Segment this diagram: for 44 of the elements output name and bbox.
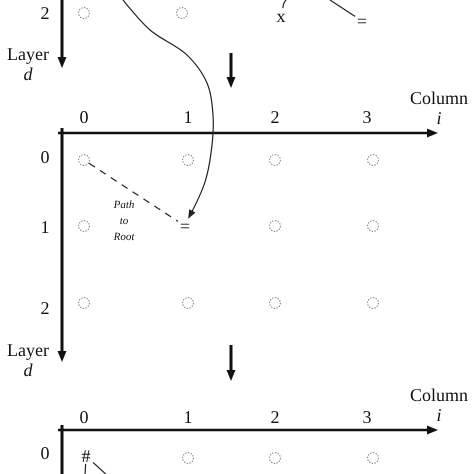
axis-number: 1 bbox=[40, 217, 50, 237]
dotted-circle bbox=[367, 154, 379, 166]
axis-number: 1 bbox=[182, 107, 194, 127]
cell-symbol: # bbox=[79, 448, 93, 464]
axis-number: 1 bbox=[182, 407, 194, 427]
cell-symbol: x bbox=[274, 8, 288, 24]
cell-symbol: = bbox=[178, 218, 192, 234]
dotted-circle bbox=[269, 297, 281, 309]
axis-number: 2 bbox=[40, 3, 50, 23]
dotted-circle bbox=[182, 297, 194, 309]
arrow bbox=[122, 0, 214, 219]
dotted-circle bbox=[269, 452, 281, 464]
dotted-circle bbox=[182, 154, 194, 166]
axis-number: 2 bbox=[270, 407, 280, 427]
axis-number: 0 bbox=[78, 407, 90, 427]
line bbox=[330, 0, 356, 17]
cell-symbol: = bbox=[355, 13, 369, 29]
dotted-circle bbox=[269, 154, 281, 166]
axis-title: Column i bbox=[409, 385, 469, 425]
dotted-circle bbox=[78, 220, 90, 232]
dotted-circle bbox=[78, 7, 90, 19]
axis-title: Layer d bbox=[6, 44, 50, 84]
axis-number: 2 bbox=[270, 107, 280, 127]
dotted-circle bbox=[176, 7, 188, 19]
edge-label: Path to Root bbox=[112, 198, 136, 245]
axis-number: 2 bbox=[40, 298, 50, 318]
dotted-circle bbox=[367, 220, 379, 232]
dotted-circle bbox=[78, 297, 90, 309]
dashed-line bbox=[88, 162, 178, 222]
line bbox=[92, 462, 110, 474]
dotted-circle bbox=[367, 452, 379, 464]
axis-number: 0 bbox=[40, 443, 50, 463]
axis-title: Layer d bbox=[6, 340, 50, 380]
line bbox=[84, 464, 86, 474]
dotted-circle bbox=[182, 452, 194, 464]
dotted-circle bbox=[78, 154, 90, 166]
axis-number: 3 bbox=[362, 407, 372, 427]
axis-number: 0 bbox=[40, 147, 50, 167]
dotted-circle bbox=[367, 297, 379, 309]
axis-number: 3 bbox=[362, 107, 372, 127]
axis-title: Column i bbox=[409, 88, 469, 128]
dotted-circle bbox=[269, 220, 281, 232]
axis-number: 0 bbox=[78, 107, 90, 127]
line bbox=[282, 0, 286, 8]
